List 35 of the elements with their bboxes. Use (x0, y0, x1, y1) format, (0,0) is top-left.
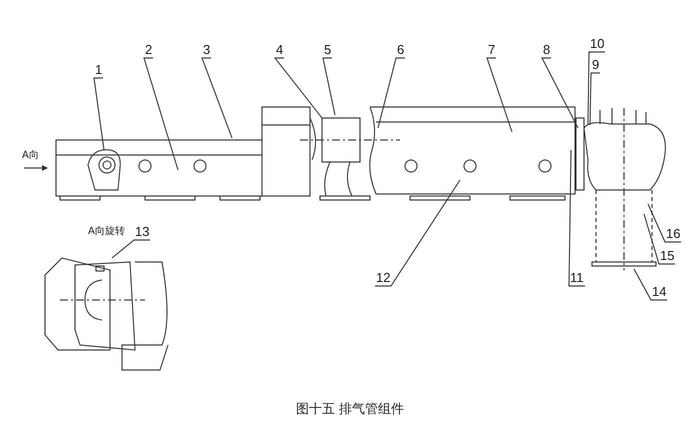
leader-line (274, 58, 322, 118)
leader-line (143, 58, 178, 170)
callout-number: 14 (652, 284, 666, 299)
leader-line (588, 52, 606, 124)
callout-number: 12 (376, 270, 390, 285)
callout-number: 9 (592, 57, 600, 72)
callout-number: 4 (276, 42, 284, 57)
leader-line (486, 58, 512, 132)
callout-number: 2 (145, 42, 152, 57)
leader-line (322, 58, 336, 116)
leader-line (378, 58, 406, 128)
leader-line (568, 150, 586, 286)
callout-number: 6 (397, 42, 404, 57)
callout-number: 8 (543, 42, 550, 57)
callout-number: 10 (590, 36, 604, 51)
leader-line (590, 72, 600, 126)
callout-number: 15 (660, 248, 674, 263)
view-label: A向 (22, 150, 39, 162)
callout-number: 16 (666, 226, 680, 241)
view-label: A向旋转 (88, 226, 125, 238)
leader-line (644, 214, 676, 264)
callout-number: 13 (135, 224, 150, 239)
callout-number: 5 (324, 42, 332, 57)
leader-line (112, 240, 150, 258)
leader-line (648, 204, 682, 242)
callout-number: 3 (203, 42, 210, 57)
leader-line (201, 58, 232, 138)
leader-line (634, 268, 668, 300)
figure-caption: 图十五 排气管组件 (296, 402, 404, 417)
leader-line (374, 180, 460, 286)
callout-number: 11 (570, 270, 584, 285)
callout-number: 1 (95, 62, 102, 77)
leader-line (93, 78, 104, 150)
leader-line (541, 58, 578, 128)
callout-number: 7 (488, 42, 496, 57)
